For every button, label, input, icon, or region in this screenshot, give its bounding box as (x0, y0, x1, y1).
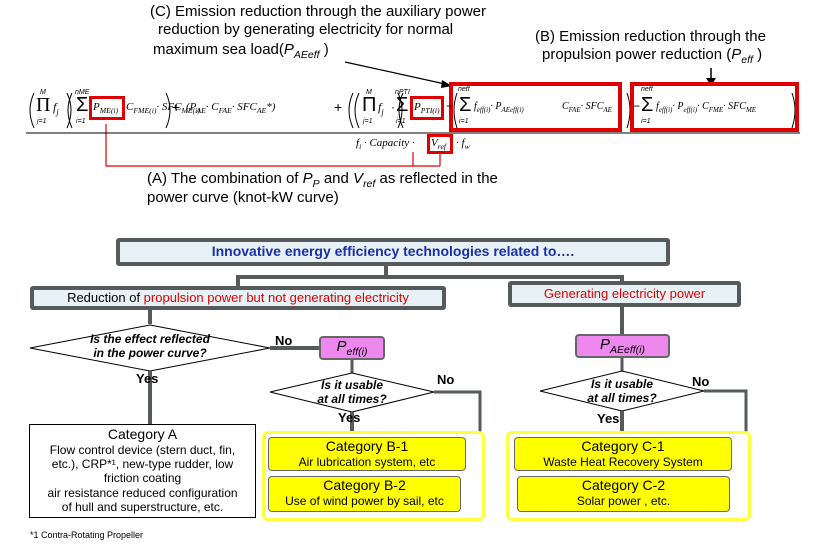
category-b2-body: Use of wind power by sail, etc (285, 494, 444, 508)
category-a-line-3: friction coating (103, 471, 182, 485)
plus-2: + (334, 99, 343, 115)
highlight-pme (89, 96, 125, 120)
label-c-line1: (C) Emission reduction through the auxil… (150, 3, 486, 20)
prod1-symbol: Π (36, 94, 51, 116)
highlight-pti (410, 96, 444, 120)
category-b1-title: Category B-1 (325, 438, 409, 454)
left-category-header (30, 286, 446, 310)
decision-q1-yes: Yes (136, 371, 159, 386)
paren-open-3 (348, 92, 354, 129)
paeeff-term: feff(i)· PAEeff(i) (474, 101, 524, 114)
arrow-c-line (344, 61, 446, 85)
formula: M Π j=1 fj nME Σ i=1 PME(i) CFME(i)· SFC… (0, 0, 820, 160)
category-c2-title: Category C-2 (581, 477, 666, 493)
prod1-bot: j=1 (37, 118, 47, 125)
flow-header (116, 238, 670, 266)
footnote: *1 Contra-Rotating Propeller (30, 530, 144, 540)
sum2-bot: i=1 (396, 118, 406, 125)
paren-close-4 (397, 92, 403, 129)
left-category-header-text: Reduction of propulsion power but not ge… (67, 290, 409, 305)
highlight-term-b (630, 82, 799, 132)
prod2-top: M (366, 89, 372, 96)
category-a-line-4: air resistance reduced configuration (47, 486, 238, 500)
bracket-a (105, 124, 414, 167)
category-a-line-1: Flow control device (stern duct, fin, (49, 443, 236, 457)
plus-1: + (172, 99, 181, 115)
fw: · fw (456, 137, 470, 152)
sum4-bot: i=1 (641, 118, 651, 125)
category-a-line-5: of hull and superstructure, etc. (61, 500, 224, 514)
peff-box-label: Peff(i) (336, 338, 368, 358)
category-c1-box (514, 437, 732, 471)
ae-term: (PAE· CFAE· SFCAE*) (186, 101, 276, 116)
decision-q2-yes: Yes (338, 410, 361, 425)
sum3-top: neff (458, 86, 470, 93)
paren-open-1 (29, 92, 35, 129)
category-c1-title: Category C-1 (581, 438, 665, 454)
category-b1-box (268, 437, 466, 471)
label-c-line3: maximum sea load(PAEeff ) (153, 41, 329, 61)
decision-q1-no: No (275, 333, 293, 348)
fj-1: fj (53, 100, 59, 117)
sum2-top: nPTI (395, 89, 410, 96)
peff-term: feff(i)· Peff(i)· CFME· SFCME (656, 101, 757, 114)
paren-open-2 (67, 92, 73, 129)
cfme: CFME(i)· SFCME(i) (126, 101, 200, 116)
label-a-line2: power curve (knot-kW curve) (147, 189, 339, 206)
paren-open-5 (398, 92, 404, 129)
sum3-symbol: Σ (459, 94, 472, 116)
label-c-line2: reduction by generating electricity for … (158, 21, 454, 38)
decision-q2-no: No (437, 372, 455, 387)
minus-1: − (446, 99, 454, 113)
decision-q3-no: No (692, 374, 710, 389)
paeeff-box-label: PAEeff(i) (599, 336, 646, 356)
highlight-vref (427, 134, 453, 154)
pme: PME(i) (93, 101, 119, 116)
sum2-symbol: Σ (396, 94, 409, 116)
minus-2: − (633, 99, 641, 113)
sum1-symbol: Σ (76, 94, 89, 116)
flow-header-text: Innovative energy efficiency technologie… (211, 243, 575, 259)
right-category-header-text: Generating electricity power (543, 286, 706, 301)
peff-box (319, 336, 385, 360)
prod1-top: M (40, 89, 46, 96)
category-a-title: Category A (107, 426, 178, 442)
paren-close-2 (165, 92, 171, 129)
sum4-top: neff (641, 86, 653, 93)
sum1-top: nME (75, 89, 90, 96)
category-b1-body: Air lubrication system, etc (298, 455, 436, 469)
prod2-symbol: Π (362, 94, 377, 116)
highlight-term-c (449, 82, 622, 132)
category-c2-box (517, 476, 730, 512)
paren-close-1 (66, 92, 72, 129)
right-category-header (508, 281, 741, 307)
sum1-bot: i=1 (76, 118, 86, 125)
paren-open-4 (354, 92, 360, 129)
paeeff-box (575, 334, 670, 358)
vref: Vref (431, 137, 446, 152)
decision-q3-yes: Yes (597, 411, 620, 426)
sum4-symbol: Σ (641, 94, 654, 116)
cfae-term: CFAE· SFCAE (562, 101, 612, 114)
dot-2: · (391, 100, 395, 114)
category-b2-box (268, 476, 461, 512)
category-b2-title: Category B-2 (323, 477, 406, 493)
category-a-line-2: etc.), CRP*¹, new-type rudder, low (51, 457, 234, 471)
fj-2: fj (378, 100, 384, 117)
category-c1-body: Waste Heat Recovery System (543, 455, 703, 469)
sum3-bot: i=1 (459, 118, 469, 125)
prod2-bot: j=1 (363, 118, 373, 125)
paren-open-6 (453, 92, 458, 129)
label-b-line2: propulsion power reduction (Peff ) (542, 46, 763, 66)
category-c2-body: Solar power , etc. (576, 494, 671, 508)
category-a-box (29, 424, 256, 518)
label-b-line1: (B) Emission reduction through the (535, 28, 766, 45)
denominator: fi · Capacity · (356, 137, 415, 152)
pti: PPTI(i) (414, 101, 440, 116)
label-a-line1: (A) The combination of PP and Vref as re… (147, 170, 498, 190)
